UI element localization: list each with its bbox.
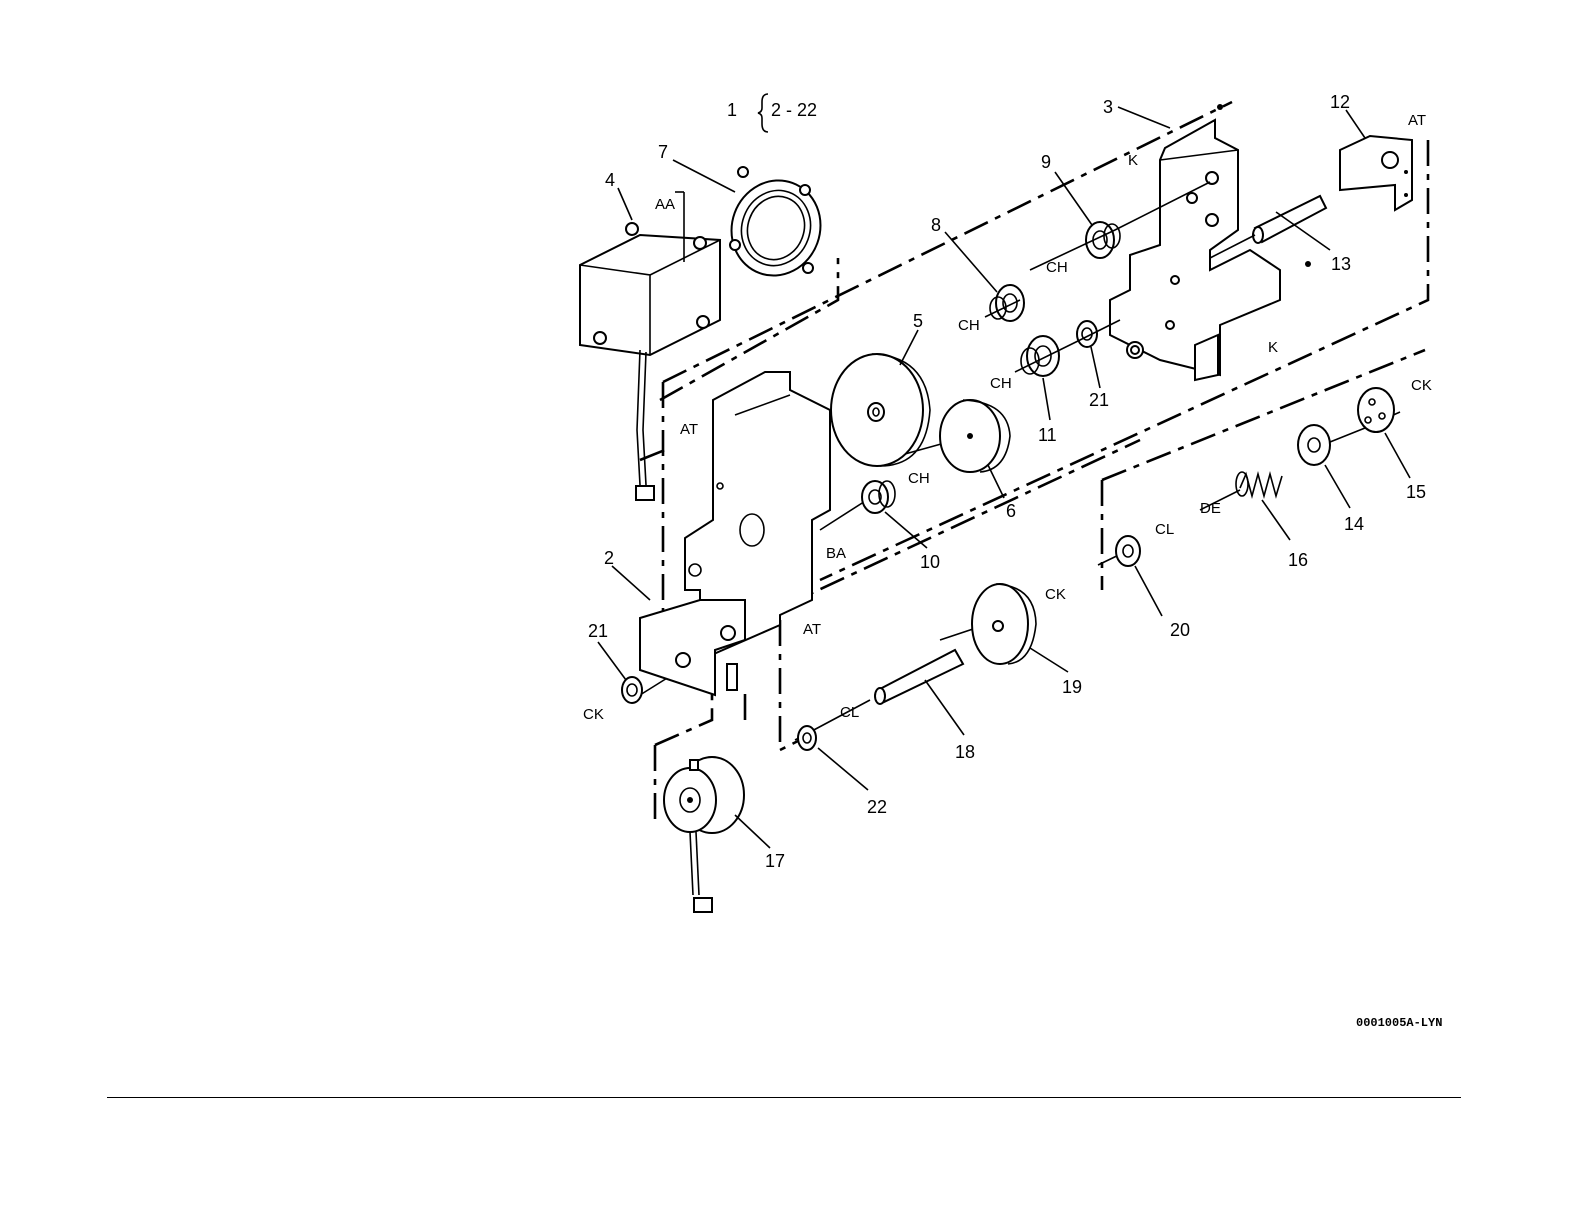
footer-rule	[107, 1097, 1461, 1098]
code-k-upper: K	[1128, 152, 1138, 169]
gear-20	[1116, 536, 1140, 566]
code-ch-11: CH	[990, 375, 1012, 392]
callout-22: 22	[867, 797, 887, 817]
gear-21-upper	[1077, 321, 1097, 347]
code-ch-8: CH	[958, 317, 980, 334]
callout-19: 19	[1062, 677, 1082, 697]
spring	[1236, 472, 1282, 496]
callout-6: 6	[1006, 501, 1016, 521]
code-at-left: AT	[680, 421, 698, 438]
code-cl-22: CL	[840, 704, 859, 721]
callout-15: 15	[1406, 482, 1426, 502]
callout-3: 3	[1103, 97, 1113, 117]
callout-11: 11	[1038, 425, 1057, 445]
code-aa: AA	[655, 196, 675, 213]
callout-8: 8	[931, 215, 941, 235]
brace-icon	[758, 94, 768, 132]
callout-16: 16	[1288, 550, 1308, 570]
callout-14: 14	[1344, 514, 1364, 534]
code-ck-15: CK	[1411, 377, 1432, 394]
code-ck-19: CK	[1045, 586, 1066, 603]
callout-21-lower: 21	[588, 621, 608, 641]
gear-19	[972, 584, 1036, 664]
gear-11	[1021, 336, 1059, 376]
callout-21-upper: 21	[1089, 390, 1109, 410]
assembly-number: 1	[727, 100, 737, 120]
lower-shaft	[875, 650, 963, 704]
knob-15	[1358, 388, 1394, 432]
callout-2: 2	[604, 548, 614, 568]
large-gear	[831, 354, 930, 466]
code-ch-10: CH	[908, 470, 930, 487]
code-de: DE	[1200, 500, 1221, 517]
shaft-bracket	[1340, 136, 1412, 210]
assembly-header: 1 2 - 22	[727, 94, 817, 132]
code-cl-20: CL	[1155, 521, 1174, 538]
clutch-motor	[664, 757, 744, 912]
motor-bracket-ring	[718, 167, 834, 288]
code-ch-9: CH	[1046, 259, 1068, 276]
callout-4: 4	[605, 170, 615, 190]
callout-20: 20	[1170, 620, 1190, 640]
gear-9	[1086, 222, 1120, 258]
code-ck-21: CK	[583, 706, 604, 723]
gear-21-lower	[622, 677, 642, 703]
callout-13: 13	[1331, 254, 1351, 274]
figure-id: 0001005A-LYN	[1356, 1016, 1442, 1030]
callout-7: 7	[658, 142, 668, 162]
callout-5: 5	[913, 311, 923, 331]
gear-14	[1298, 425, 1330, 465]
code-k-lower: K	[1268, 339, 1278, 356]
callout-18: 18	[955, 742, 975, 762]
callout-10: 10	[920, 552, 940, 572]
code-ba: BA	[826, 545, 846, 562]
assembly-range: 2 - 22	[771, 100, 817, 120]
gear-10	[862, 481, 895, 513]
gear-6	[940, 400, 1010, 472]
stepper-motor	[580, 223, 720, 500]
code-at-lower: AT	[803, 621, 821, 638]
callout-12: 12	[1330, 92, 1350, 112]
callout-9: 9	[1041, 152, 1051, 172]
gear-22	[798, 726, 816, 750]
callout-17: 17	[765, 851, 785, 871]
code-at-upper: AT	[1408, 112, 1426, 129]
